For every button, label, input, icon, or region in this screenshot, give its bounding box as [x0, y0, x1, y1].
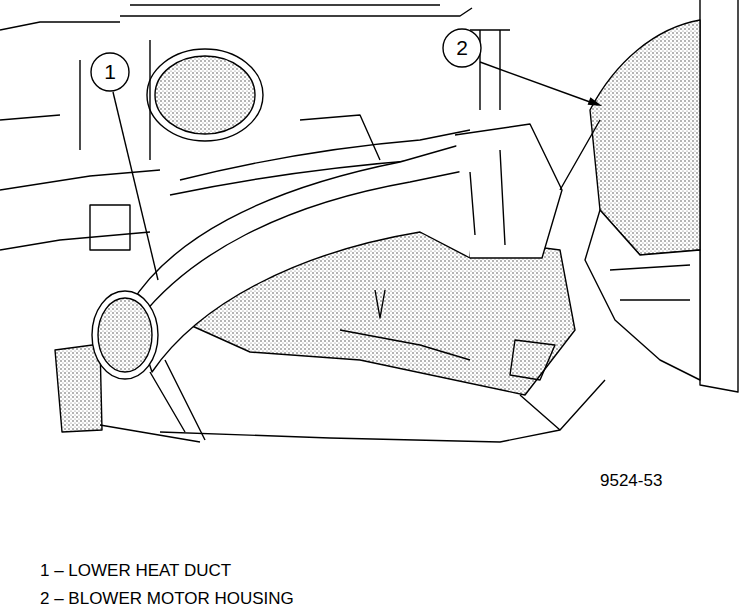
outlet-grille — [55, 344, 102, 432]
outlet-rim — [92, 291, 158, 379]
legend-entry: 2 – BLOWER MOTOR HOUSING — [40, 590, 294, 609]
leader-line — [480, 62, 590, 102]
floor-line — [160, 340, 605, 442]
callout-number: 2 — [443, 29, 481, 67]
housing-rib — [560, 120, 690, 300]
panel-tab — [340, 290, 470, 360]
side-panel — [700, 0, 738, 392]
outlet-opening — [98, 298, 152, 372]
callout-circle — [443, 29, 481, 67]
duct-seam — [140, 170, 468, 318]
frame-line — [0, 5, 472, 30]
callout-number: 1 — [91, 53, 129, 91]
panel-bracket — [90, 205, 130, 250]
callout-circle — [91, 53, 129, 91]
leader-line — [113, 92, 158, 280]
duct-connector — [455, 124, 562, 258]
speaker-rim — [147, 49, 263, 141]
legend-entry: 1 – LOWER HEAT DUCT — [40, 562, 231, 581]
duct-flange — [100, 360, 205, 442]
arrowhead — [588, 97, 602, 106]
figure-number: 9524-53 — [600, 472, 662, 491]
lower-heat-duct — [130, 142, 470, 372]
duct-clip — [470, 150, 505, 245]
blower-housing-lower — [585, 210, 700, 380]
panel-line — [0, 40, 160, 250]
speaker-grille — [155, 56, 255, 134]
